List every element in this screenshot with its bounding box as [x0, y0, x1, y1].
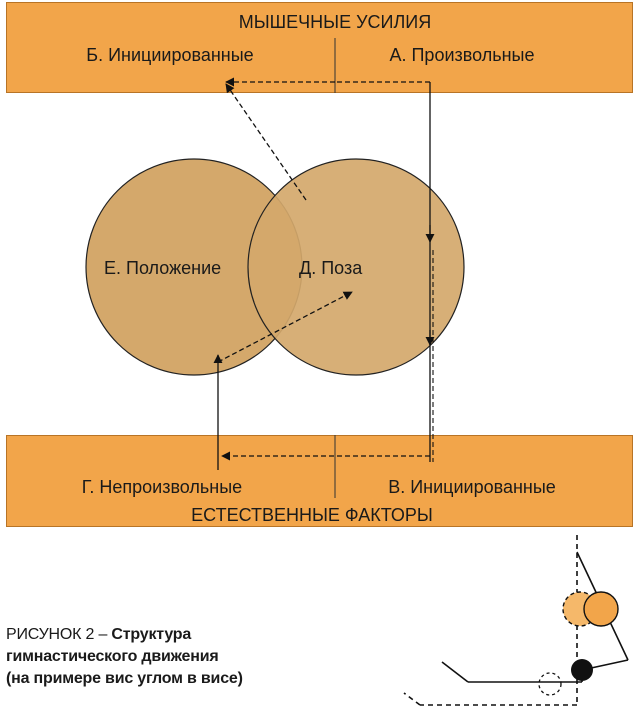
caption-title-line2: гимнастического движения [6, 648, 219, 665]
caption-prefix: РИСУНОК 2 – [6, 626, 112, 643]
label-g-involuntary: Г. Непроизвольные [81, 477, 243, 497]
label-b-initiated: Б. Инициированные [86, 45, 254, 65]
label-e-position: Е. Положение [104, 258, 222, 278]
natural-factors-box [6, 435, 633, 527]
arrow-g-to-pose-diagonal [217, 291, 353, 363]
natural-factors-title: ЕСТЕСТВЕННЫЕ ФАКТОРЫ [191, 505, 433, 525]
pose-circle [247, 158, 465, 376]
muscular-efforts-title: МЫШЕЧНЫЕ УСИЛИЯ [238, 12, 432, 32]
gymnast-illustration [403, 535, 629, 706]
label-v-initiated: В. Инициированные [388, 477, 556, 497]
label-d-pose: Д. Поза [299, 258, 363, 278]
caption-title-line3: (на примере вис углом в висе) [6, 670, 243, 687]
caption-title-line1: Структура [111, 626, 192, 643]
figure-caption: РИСУНОК 2 – Структура гимнастического дв… [6, 624, 266, 690]
muscular-efforts-box [6, 2, 633, 93]
label-a-voluntary: А. Произвольные [389, 45, 535, 65]
